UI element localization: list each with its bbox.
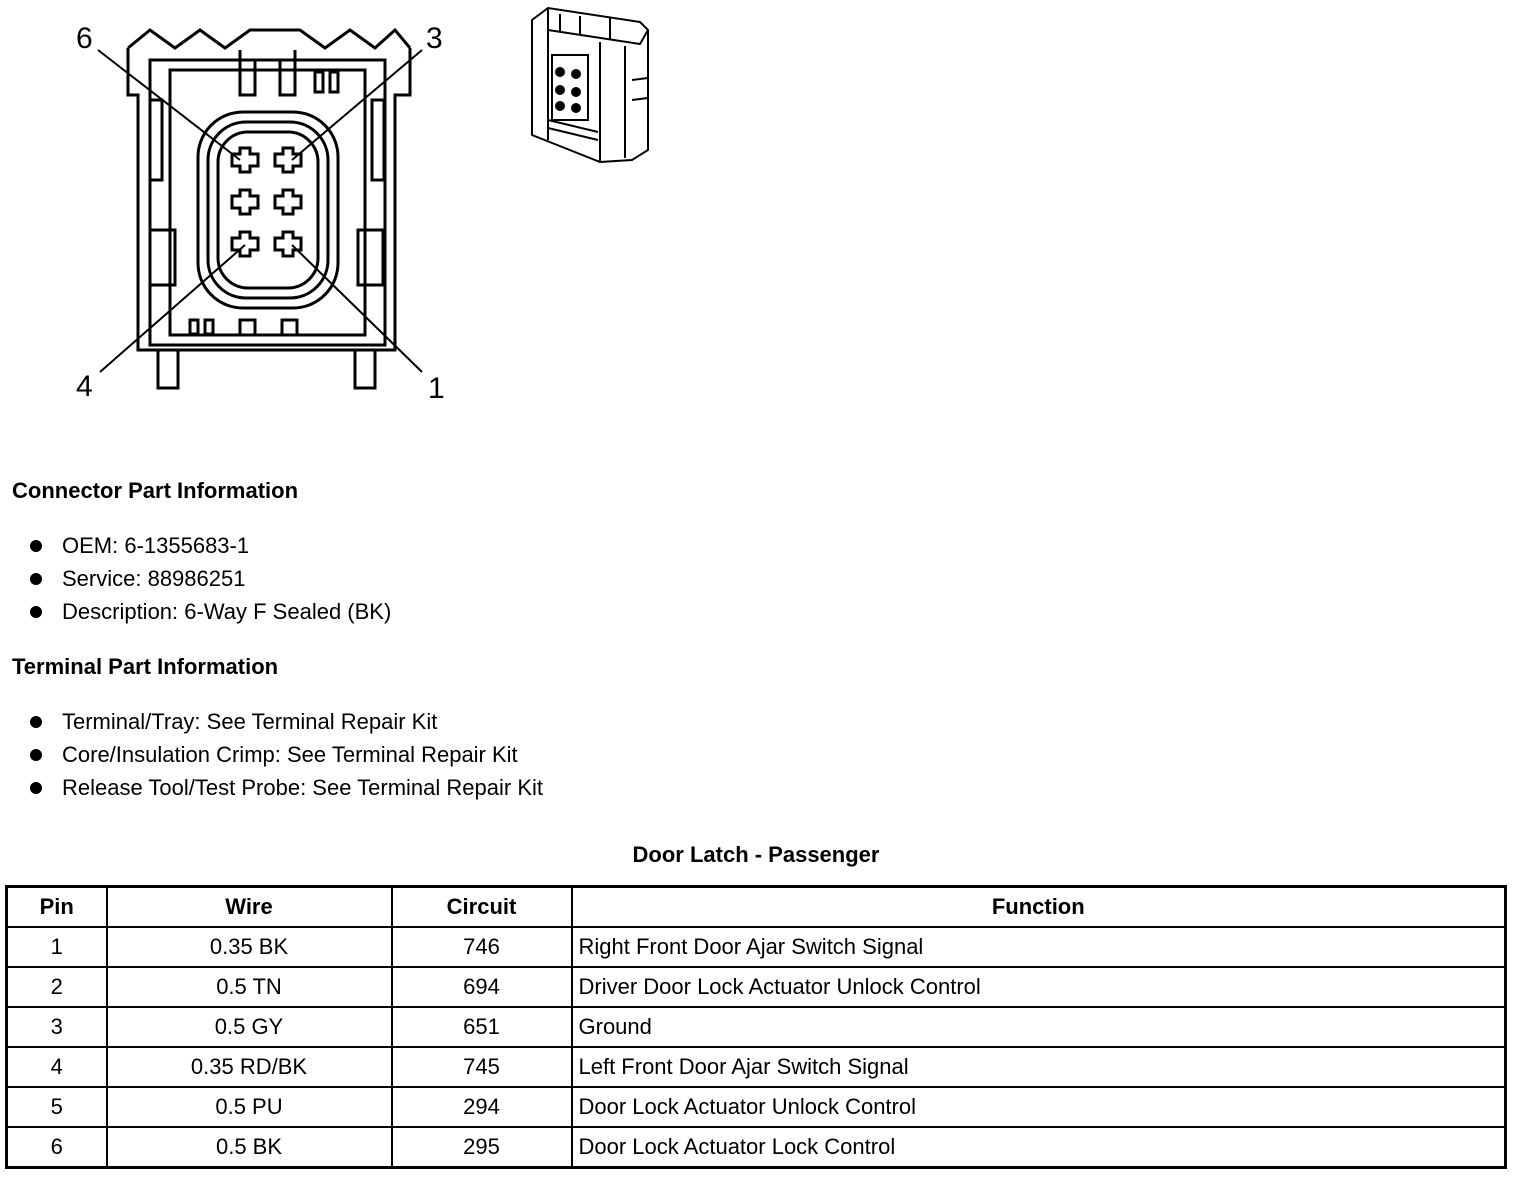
cell-wire: 0.5 GY (105, 1006, 393, 1048)
cell-function: Driver Door Lock Actuator Unlock Control (570, 966, 1507, 1008)
terminal-info-heading: Terminal Part Information (12, 654, 279, 679)
table-row: 3 0.5 GY 651 Ground (5, 1006, 1507, 1048)
cell-pin: 1 (5, 926, 108, 968)
list-item: Terminal/Tray: See Terminal Repair Kit (28, 705, 543, 738)
cell-function: Left Front Door Ajar Switch Signal (570, 1046, 1507, 1088)
connector-info-list: OEM: 6-1355683-1 Service: 88986251 Descr… (28, 529, 391, 628)
table-row: 4 0.35 RD/BK 745 Left Front Door Ajar Sw… (5, 1046, 1507, 1088)
cell-pin: 6 (5, 1126, 108, 1169)
connector-face-drawing (97, 27, 423, 390)
connector-diagram: 6 3 4 1 (76, 6, 649, 405)
terminal-info-list: Terminal/Tray: See Terminal Repair Kit C… (28, 705, 543, 804)
header-pin: Pin (5, 885, 108, 928)
cell-wire: 0.5 BK (105, 1126, 393, 1169)
list-item: Service: 88986251 (28, 562, 391, 595)
cell-wire: 0.5 TN (105, 966, 393, 1008)
table-row: 1 0.35 BK 746 Right Front Door Ajar Swit… (5, 926, 1507, 968)
list-item: Description: 6-Way F Sealed (BK) (28, 595, 391, 628)
table-title: Door Latch - Passenger (632, 842, 880, 867)
cell-pin: 5 (5, 1086, 108, 1128)
header-wire: Wire (105, 885, 393, 928)
list-item: Release Tool/Test Probe: See Terminal Re… (28, 771, 543, 804)
pin-label-6: 6 (76, 22, 93, 55)
cell-function: Door Lock Actuator Unlock Control (570, 1086, 1507, 1128)
cell-circuit: 295 (390, 1126, 573, 1169)
pin-table: Pin Wire Circuit Function 1 0.35 BK 746 … (5, 885, 1507, 1169)
cell-pin: 4 (5, 1046, 108, 1088)
pin-label-4: 4 (76, 370, 93, 403)
cell-function: Right Front Door Ajar Switch Signal (570, 926, 1507, 968)
pin-label-3: 3 (426, 22, 443, 55)
list-item: Core/Insulation Crimp: See Terminal Repa… (28, 738, 543, 771)
cell-circuit: 294 (390, 1086, 573, 1128)
cell-wire: 0.35 RD/BK (105, 1046, 393, 1088)
table-header-row: Pin Wire Circuit Function (5, 885, 1507, 928)
table-row: 6 0.5 BK 295 Door Lock Actuator Lock Con… (5, 1126, 1507, 1169)
cell-circuit: 745 (390, 1046, 573, 1088)
cell-pin: 3 (5, 1006, 108, 1048)
cell-wire: 0.5 PU (105, 1086, 393, 1128)
table-row: 5 0.5 PU 294 Door Lock Actuator Unlock C… (5, 1086, 1507, 1128)
list-item: OEM: 6-1355683-1 (28, 529, 391, 562)
cell-circuit: 694 (390, 966, 573, 1008)
cell-wire: 0.35 BK (105, 926, 393, 968)
cell-pin: 2 (5, 966, 108, 1008)
connector-isometric-drawing (531, 6, 649, 164)
table-row: 2 0.5 TN 694 Driver Door Lock Actuator U… (5, 966, 1507, 1008)
cell-circuit: 746 (390, 926, 573, 968)
connector-info-heading: Connector Part Information (12, 478, 299, 503)
pin-label-1: 1 (428, 372, 445, 405)
cell-function: Ground (570, 1006, 1507, 1048)
cell-circuit: 651 (390, 1006, 573, 1048)
header-circuit: Circuit (390, 885, 573, 928)
header-function: Function (570, 885, 1507, 928)
cell-function: Door Lock Actuator Lock Control (570, 1126, 1507, 1169)
